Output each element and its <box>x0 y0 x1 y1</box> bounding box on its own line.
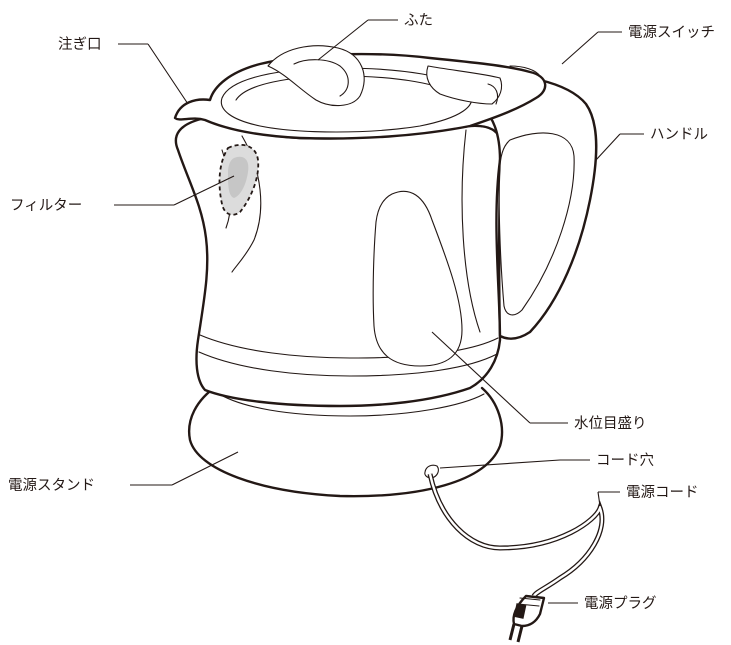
kettle-top <box>173 45 547 140</box>
water-gauge <box>372 190 463 367</box>
label-cord-hole: コード穴 <box>596 452 654 469</box>
power-cord <box>424 464 605 598</box>
label-power-cord: 電源コード <box>626 484 699 501</box>
label-water-gauge: 水位目盛り <box>574 415 647 432</box>
filter <box>218 144 260 216</box>
label-power-plug: 電源プラグ <box>584 595 657 612</box>
label-spout: 注ぎ口 <box>58 36 102 53</box>
leader-lines <box>114 19 644 604</box>
label-lid: ふた <box>404 12 433 29</box>
power-plug <box>508 594 546 643</box>
label-power-stand: 電源スタンド <box>8 477 95 494</box>
labels: 注ぎ口 ふた 電源スイッチ ハンドル フィルター 水位目盛り コード穴 電源コー… <box>8 12 715 612</box>
label-filter: フィルター <box>10 197 82 214</box>
label-handle: ハンドル <box>650 127 708 143</box>
label-power-switch: 電源スイッチ <box>628 24 715 41</box>
power-stand <box>187 383 504 498</box>
handle <box>468 72 598 340</box>
